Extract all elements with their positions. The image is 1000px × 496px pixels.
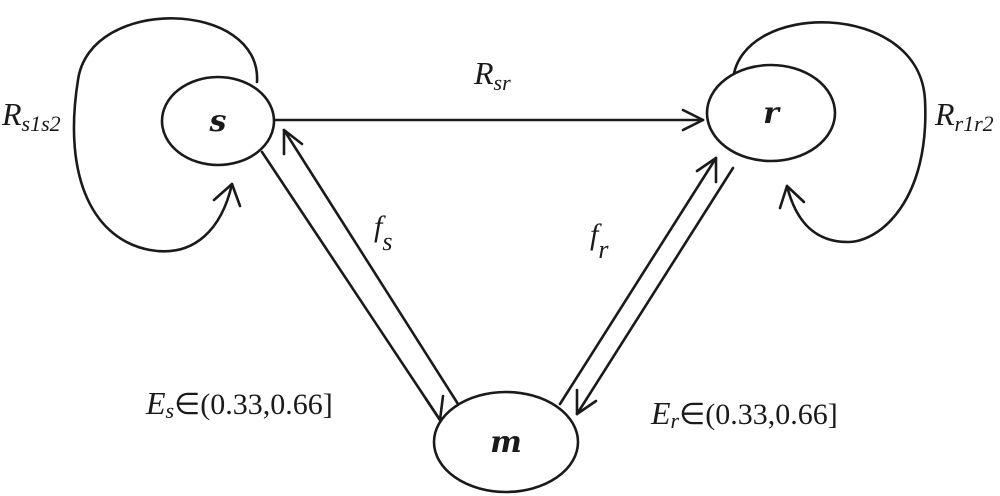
edge-s-to-r-arrowhead — [681, 108, 705, 132]
edge-m-to-r — [558, 156, 718, 406]
label-r-s1s2: Rs1s2 — [1, 96, 61, 136]
node-m: m — [432, 390, 580, 494]
edge-s-to-m-arrowhead — [424, 394, 445, 422]
edge-m-to-s-arrowhead — [282, 128, 304, 156]
node-r: r — [705, 63, 837, 163]
node-m-label: m — [490, 425, 522, 460]
node-r-label: r — [763, 96, 781, 131]
label-f-s: fs — [374, 210, 392, 256]
edge-r-to-m-arrowhead — [575, 388, 598, 416]
label-energy-s: Es∈(0.33,0.66] — [145, 385, 333, 423]
edge-m-to-r-arrowhead — [695, 156, 718, 184]
edge-r-to-m — [575, 166, 735, 416]
label-f-r: fr — [590, 218, 609, 264]
self-loop-r — [731, 20, 927, 244]
self-loop-s — [72, 17, 259, 253]
self-loop-s-arrowhead — [212, 182, 242, 208]
edge-m-to-s — [282, 128, 460, 406]
edge-s-to-m — [260, 150, 442, 422]
self-loop-r-arrowhead — [778, 184, 806, 210]
node-s-label: s — [209, 104, 227, 139]
label-energy-r: Er∈(0.33,0.66] — [650, 395, 838, 433]
node-s: s — [160, 75, 276, 167]
label-r-r1r2: Rr1r2 — [934, 96, 994, 136]
label-r-sr: Rsr — [473, 55, 511, 95]
